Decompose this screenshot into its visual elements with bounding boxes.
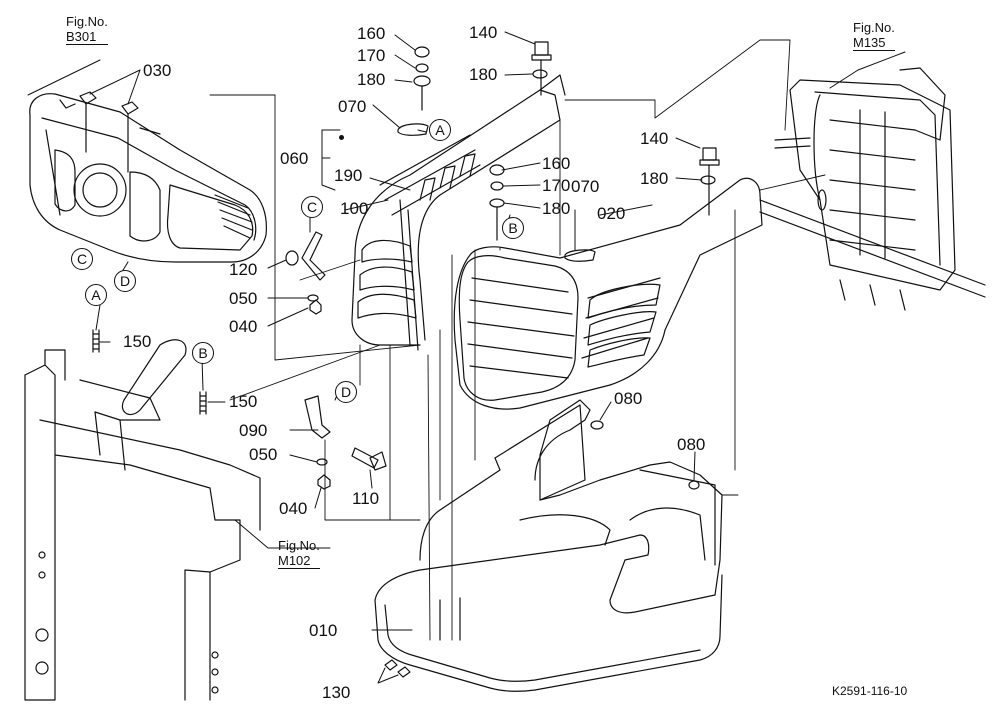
headlight-assembly xyxy=(29,93,267,263)
figure-ref-code: M102 xyxy=(278,553,320,569)
part-label-140[interactable]: 140 xyxy=(640,129,669,148)
ref-marker-c[interactable]: C xyxy=(301,196,323,218)
figure-ref-caption: Fig.No. xyxy=(278,538,320,553)
part-label-180[interactable]: 180 xyxy=(640,169,669,188)
bonnet-020 xyxy=(453,177,763,410)
stud-150 xyxy=(92,329,207,415)
bracket-100 xyxy=(285,231,326,315)
part-label-080[interactable]: 080 xyxy=(614,389,643,408)
part-label-140[interactable]: 140 xyxy=(469,23,498,42)
part-label-130[interactable]: 130 xyxy=(322,683,351,702)
part-label-180[interactable]: 180 xyxy=(357,70,386,89)
part-label-150[interactable]: 150 xyxy=(123,332,152,351)
ref-marker-a[interactable]: A xyxy=(85,284,107,306)
part-label-050[interactable]: 050 xyxy=(249,445,278,464)
part-label-080[interactable]: 080 xyxy=(677,435,706,454)
part-label-100[interactable]: 100 xyxy=(340,199,369,218)
part-label-040[interactable]: 040 xyxy=(229,317,258,336)
cover-010 xyxy=(374,399,723,692)
figure-ref-caption: Fig.No. xyxy=(66,14,108,29)
bracket-090 xyxy=(304,395,331,490)
bolt-030 xyxy=(79,91,139,173)
part-label-090[interactable]: 090 xyxy=(239,421,268,440)
part-label-170[interactable]: 170 xyxy=(542,176,571,195)
part-label-060[interactable]: 060 xyxy=(280,149,309,168)
bolt-110 xyxy=(351,447,387,471)
part-label-180[interactable]: 180 xyxy=(469,65,498,84)
part-label-160[interactable]: 160 xyxy=(357,24,386,43)
washer-stack xyxy=(413,46,505,241)
figure-ref-caption: Fig.No. xyxy=(853,20,895,35)
part-label-020[interactable]: 020 xyxy=(597,204,626,223)
ref-marker-b[interactable]: B xyxy=(502,217,524,239)
part-label-040[interactable]: 040 xyxy=(279,499,308,518)
dot-marker xyxy=(339,135,344,140)
ref-marker-d[interactable]: D xyxy=(114,270,136,292)
cushion-070 xyxy=(397,123,429,136)
part-label-170[interactable]: 170 xyxy=(357,46,386,65)
part-label-160[interactable]: 160 xyxy=(542,154,571,173)
figure-ref-b301[interactable]: Fig.No. B301 xyxy=(66,14,108,45)
part-label-110[interactable]: 110 xyxy=(352,489,380,508)
ref-marker-c[interactable]: C xyxy=(71,248,93,270)
frame-m135 xyxy=(759,67,986,311)
part-label-030[interactable]: 030 xyxy=(143,61,172,80)
part-label-010[interactable]: 010 xyxy=(309,621,338,640)
ref-marker-b[interactable]: B xyxy=(192,342,214,364)
leader-lines xyxy=(27,31,906,684)
part-label-070[interactable]: 070 xyxy=(571,177,600,196)
figure-ref-m102[interactable]: Fig.No. M102 xyxy=(278,538,320,569)
ref-marker-d[interactable]: D xyxy=(335,381,357,403)
bolt-140 xyxy=(531,41,720,216)
part-label-180[interactable]: 180 xyxy=(542,199,571,218)
ref-marker-a[interactable]: A xyxy=(429,119,451,141)
figure-ref-code: M135 xyxy=(853,35,895,51)
drawing-code: K2591-116-10 xyxy=(832,684,908,698)
figure-ref-m135[interactable]: Fig.No. M135 xyxy=(853,20,895,51)
part-label-120[interactable]: 120 xyxy=(229,260,258,279)
frame-bracket xyxy=(24,339,261,701)
washer-080 xyxy=(590,420,700,490)
part-label-190[interactable]: 190 xyxy=(334,166,363,185)
part-label-070[interactable]: 070 xyxy=(338,97,367,116)
part-label-050[interactable]: 050 xyxy=(229,289,258,308)
part-label-150[interactable]: 150 xyxy=(229,392,258,411)
assembly-lines xyxy=(209,39,826,641)
figure-ref-code: B301 xyxy=(66,29,108,45)
screw-130 xyxy=(384,659,411,678)
